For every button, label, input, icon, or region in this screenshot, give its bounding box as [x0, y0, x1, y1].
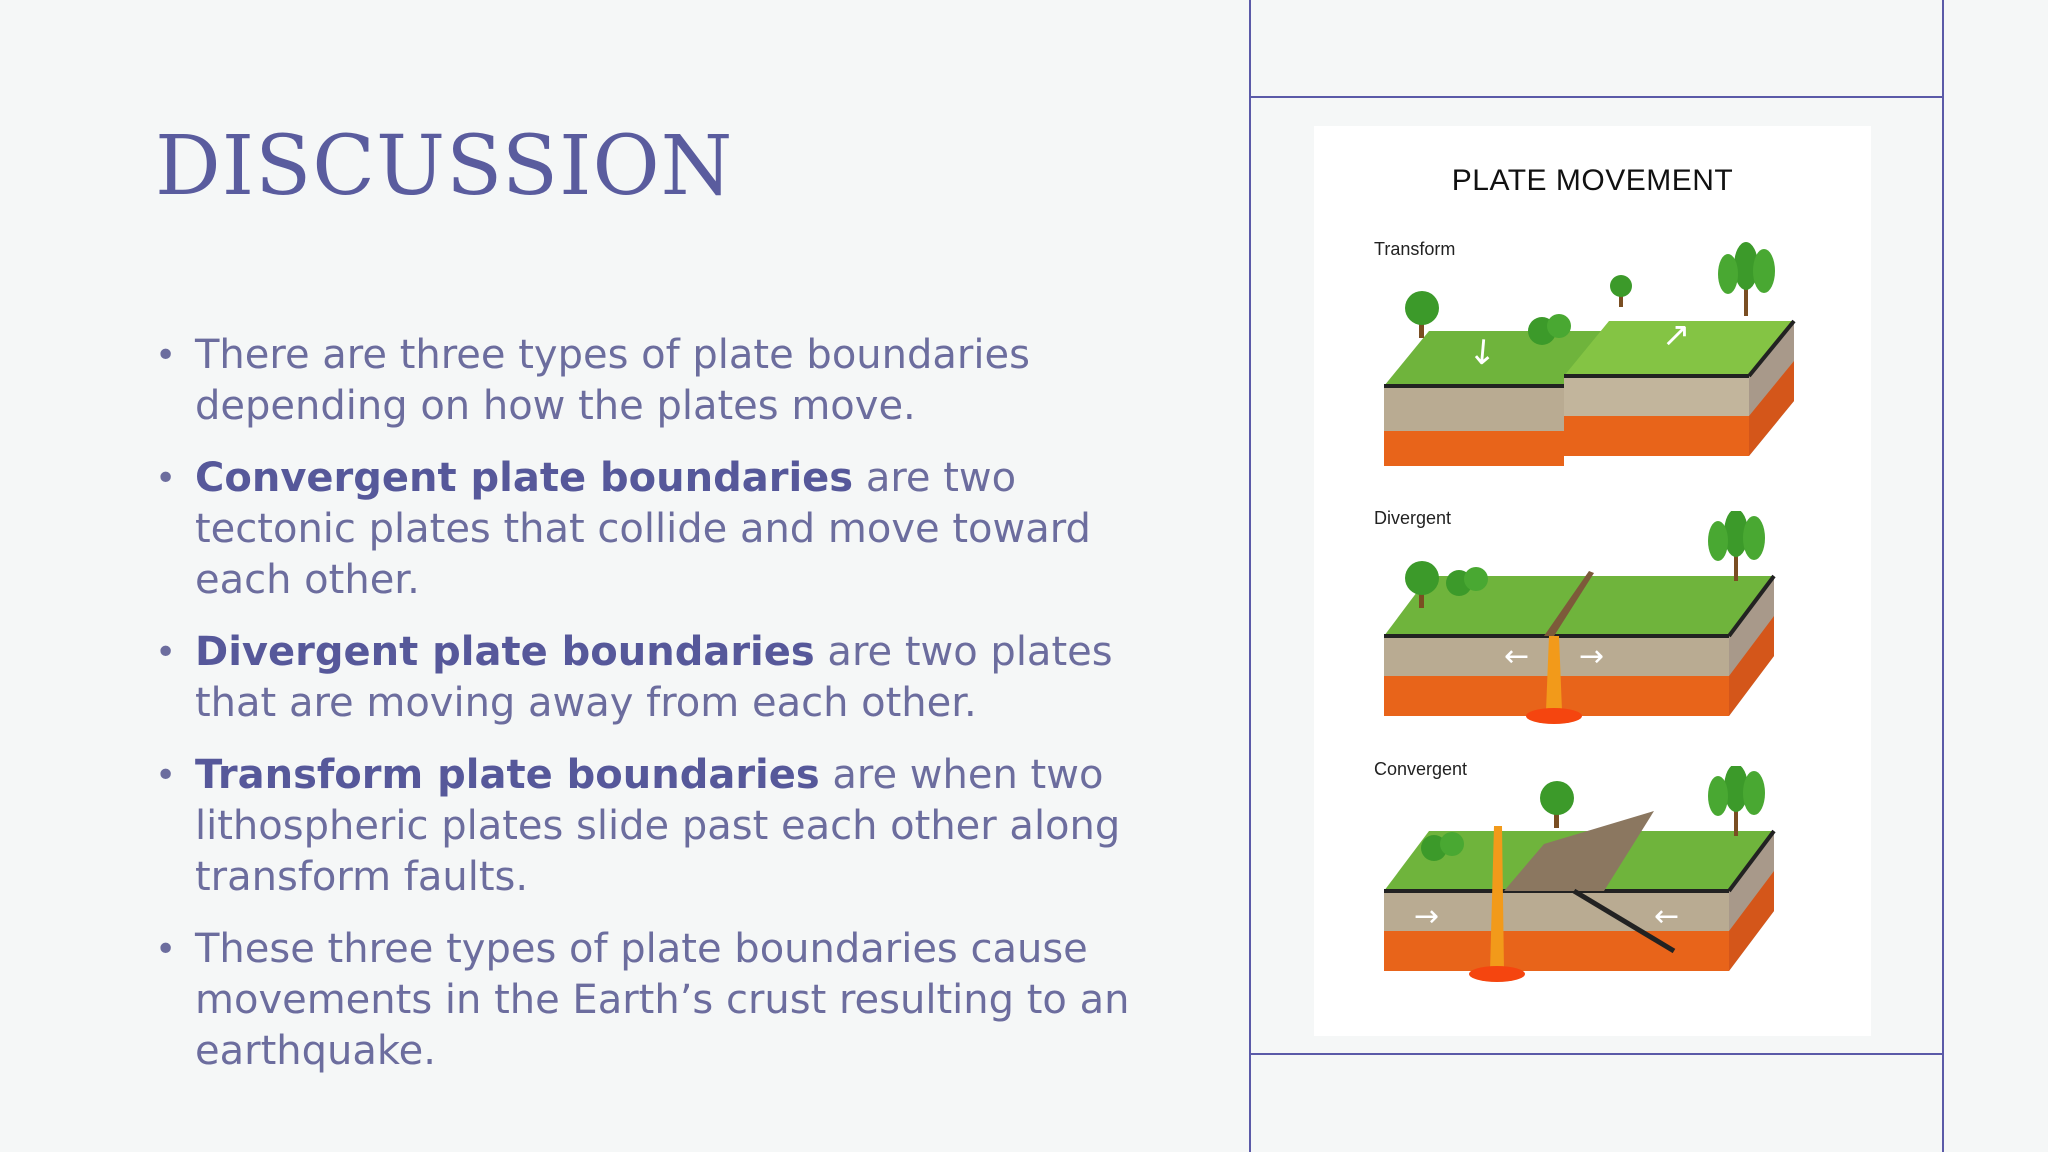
- bush-icon: [1446, 567, 1488, 596]
- list-item: • Convergent plate boundaries are two te…: [155, 453, 1165, 606]
- bush-icon: [1528, 314, 1571, 345]
- mantle-layer: [1384, 931, 1729, 971]
- grass-surface: [1564, 321, 1794, 376]
- crust-layer: [1384, 386, 1564, 431]
- panel-label-transform: Transform: [1374, 239, 1456, 259]
- bullet-list: • There are three types of plate boundar…: [155, 330, 1165, 1098]
- bullet-bold-term: Divergent plate boundaries: [195, 629, 815, 675]
- transform-diagram: ↙ ↗: [1384, 242, 1796, 466]
- bullet-bold-term: Transform plate boundaries: [195, 752, 820, 798]
- tree-icon: [1708, 766, 1765, 836]
- list-item: • These three types of plate boundaries …: [155, 924, 1165, 1077]
- figure-title: PLATE MOVEMENT: [1451, 164, 1734, 197]
- bullet-dot: •: [155, 755, 177, 796]
- crust-layer: [1564, 376, 1749, 416]
- crust-layer: [1384, 891, 1729, 931]
- arrow-right-icon: →: [1579, 639, 1604, 674]
- mountain-ridge: [1504, 811, 1654, 891]
- slide-title: DISCUSSION: [155, 119, 734, 214]
- magma-plume: [1490, 826, 1504, 971]
- frame-line-bottom: [1249, 1053, 1944, 1055]
- divergent-diagram: ← →: [1384, 511, 1776, 724]
- bullet-text: are two plates that are moving away from…: [195, 629, 1113, 726]
- tree-icon: [1540, 781, 1574, 828]
- bush-icon: [1421, 832, 1464, 861]
- panel-label-convergent: Convergent: [1374, 759, 1468, 779]
- list-item: • Divergent plate boundaries are two pla…: [155, 627, 1165, 729]
- bullet-text: are when two lithospheric plates slide p…: [195, 752, 1121, 900]
- frame-line-left: [1249, 0, 1251, 1152]
- panel-label-divergent: Divergent: [1374, 508, 1452, 528]
- mantle-layer: [1384, 431, 1564, 466]
- bullet-bold-term: Convergent plate boundaries: [195, 455, 854, 501]
- tree-icon: [1718, 242, 1775, 316]
- subduction-line: [1572, 888, 1676, 954]
- magma-plume: [1546, 636, 1562, 711]
- bullet-dot: •: [155, 632, 177, 673]
- tree-icon: [1610, 275, 1632, 307]
- arrow-right-icon: →: [1414, 899, 1439, 934]
- bullet-dot: •: [155, 929, 177, 970]
- plate-movement-figure: PLATE MOVEMENT Transform ↙ ↗: [1314, 126, 1871, 1036]
- frame-line-right: [1942, 0, 1944, 1152]
- bullet-dot: •: [155, 335, 177, 376]
- tree-icon: [1405, 561, 1439, 608]
- grass-surface: [1384, 331, 1609, 386]
- convergent-diagram: → ←: [1384, 766, 1776, 982]
- list-item: • There are three types of plate boundar…: [155, 330, 1165, 432]
- bullet-text: are two tectonic plates that collide and…: [195, 455, 1091, 603]
- grass-surface: [1384, 576, 1774, 636]
- arrow-up-right-icon: ↗: [1662, 315, 1691, 355]
- frame-line-top: [1249, 96, 1944, 98]
- arrow-left-icon: ←: [1654, 899, 1679, 934]
- rift: [1544, 571, 1594, 636]
- bullet-text: These three types of plate boundaries ca…: [195, 926, 1130, 1074]
- bullet-dot: •: [155, 458, 177, 499]
- tree-icon: [1708, 511, 1765, 581]
- bullet-text: There are three types of plate boundarie…: [195, 332, 1030, 429]
- arrow-left-icon: ←: [1504, 639, 1529, 674]
- tree-icon: [1405, 291, 1439, 338]
- mantle-layer: [1564, 416, 1749, 456]
- list-item: • Transform plate boundaries are when tw…: [155, 750, 1165, 903]
